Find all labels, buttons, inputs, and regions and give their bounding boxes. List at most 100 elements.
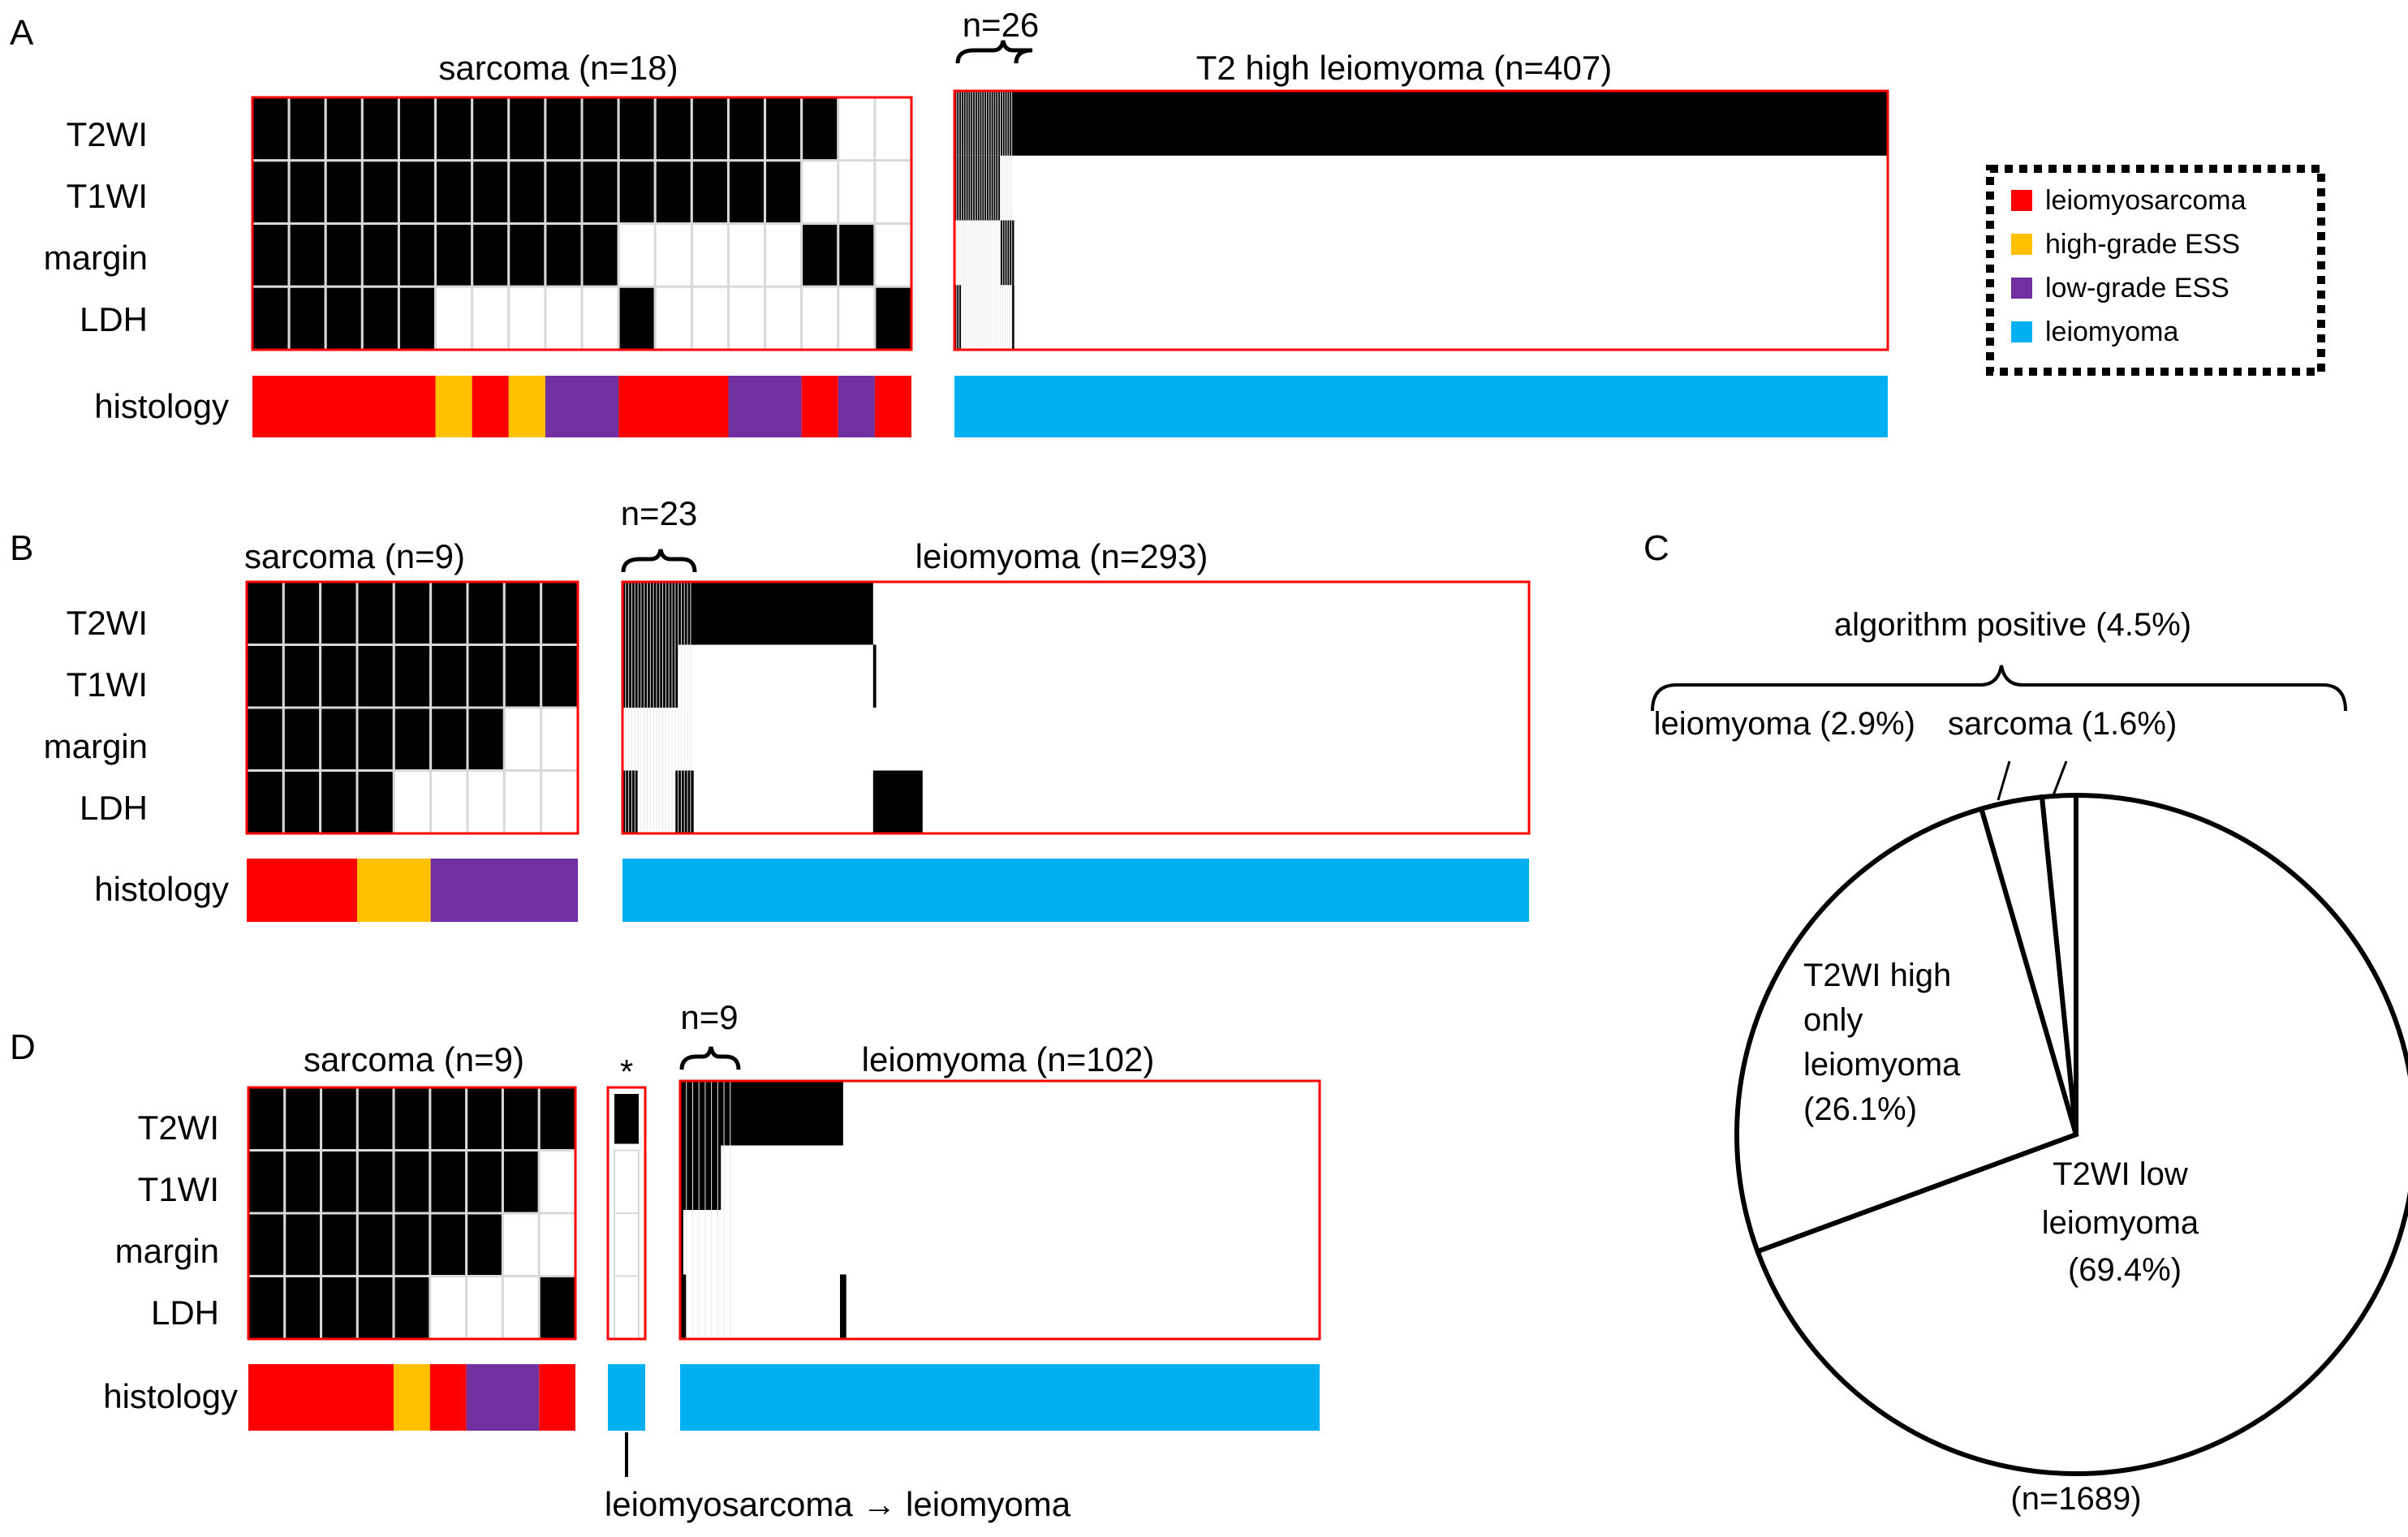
cell-ldh-4 (360, 285, 400, 351)
panel-b-row-labels: T2WI T1WI margin LDH histology (44, 604, 229, 908)
cell-t1wi-4 (355, 644, 395, 709)
cell-ldh-2 (282, 769, 322, 835)
cell-margin-8 (501, 1212, 541, 1277)
cell-margin-15 (764, 222, 803, 288)
cell-t2wi-18 (873, 96, 913, 162)
cell-t1wi-2 (282, 644, 322, 709)
row-label-margin: margin (44, 727, 148, 765)
cell-t1wi-5 (397, 159, 437, 225)
cell-margin-7 (471, 222, 510, 288)
row-label-histology: histology (103, 1377, 238, 1415)
cell-t2wi-7 (465, 1086, 504, 1152)
cell-t1wi-9 (537, 1149, 577, 1215)
cell-t1wi-5 (392, 1149, 432, 1215)
cell-margin-6 (434, 222, 474, 288)
sarcoma-grid-a (251, 96, 913, 351)
leiomyoma-title-d: leiomyoma (n=102) (862, 1040, 1155, 1078)
bracket-label-b: n=23 (621, 494, 698, 532)
histology-segment-leiomyosarcoma (252, 376, 436, 437)
cell-margin-11 (617, 222, 657, 288)
cell-t1wi-9 (544, 159, 584, 225)
cell-ldh-2 (287, 285, 327, 351)
cell-margin-18 (873, 222, 913, 288)
cell-t1wi-1 (251, 159, 291, 225)
row-label-histology: histology (94, 387, 229, 425)
positive-range-margin-1 (680, 1210, 683, 1275)
leiomyoma-grid-d (679, 1081, 846, 1339)
row-label-t2wi: T2WI (67, 115, 148, 153)
cell-t2wi-1 (247, 1086, 286, 1152)
cell-margin-5 (397, 222, 437, 288)
cell-t2wi-4 (360, 96, 400, 162)
cell-margin-2 (287, 222, 327, 288)
cell-margin-3 (319, 706, 359, 772)
histology-segment-low-grade-ess (430, 859, 578, 922)
cell-t1wi-2 (283, 1149, 323, 1215)
positive-range-ldh-2 (1011, 285, 1014, 350)
legend-label-leiomyosarcoma: leiomyosarcoma (2045, 185, 2246, 216)
cell-t2wi-5 (397, 96, 437, 162)
cell-t2wi-9 (544, 96, 584, 162)
cell-t2wi-3 (324, 96, 364, 162)
cell-t1wi-5 (392, 644, 433, 709)
row-label-t1wi: T1WI (67, 177, 148, 215)
cell-t2wi-11 (617, 96, 657, 162)
cell-t2wi-2 (282, 580, 322, 646)
row-label-ldh: LDH (80, 789, 148, 827)
cell-t2wi-6 (429, 1086, 468, 1152)
cell-t2wi-16 (800, 96, 840, 162)
cell-ldh-7 (471, 285, 510, 351)
pie-label-high-line-4: (26.1%) (1803, 1091, 1917, 1127)
row-label-t2wi: T2WI (67, 604, 148, 642)
positive-range-ldh-1 (622, 770, 639, 833)
histology-segment-low-grade-ess (728, 376, 802, 437)
cell-t2wi-9 (537, 1086, 577, 1152)
cell-ldh-9 (540, 769, 579, 835)
reclassified-cell-margin (614, 1212, 640, 1277)
cell-ldh-10 (580, 285, 620, 351)
cell-t2wi-2 (283, 1086, 323, 1152)
row-label-margin: margin (115, 1232, 219, 1270)
cell-t1wi-9 (540, 644, 579, 709)
cell-t2wi-8 (507, 96, 547, 162)
panel-a-row-labels: T2WI T1WI margin LDH histology (44, 115, 229, 425)
cell-t1wi-6 (429, 1149, 468, 1215)
cell-margin-8 (507, 222, 547, 288)
cell-ldh-2 (283, 1275, 323, 1341)
leiomyoma-grid-a (954, 91, 1888, 350)
legend-label-low-grade-ess: low-grade ESS (2045, 273, 2229, 304)
leiomyoma-histology-d (680, 1364, 1320, 1431)
leiomyoma-histology-b (622, 859, 1529, 922)
cell-t2wi-12 (653, 96, 693, 162)
cell-margin-4 (355, 1212, 395, 1277)
pie-group-label: algorithm positive (4.5%) (1834, 607, 2191, 643)
sarcoma-title-b: sarcoma (n=9) (244, 537, 465, 575)
cell-t1wi-17 (837, 159, 877, 225)
histology-segment-leiomyosarcoma (801, 376, 838, 437)
legend-label-high-grade-ess: high-grade ESS (2045, 229, 2240, 260)
histology-segment-leiomyosarcoma (618, 376, 729, 437)
pie-label-high-line-1: T2WI high (1803, 958, 1951, 993)
sarcoma-histology-d (248, 1364, 575, 1431)
cell-margin-16 (800, 222, 840, 288)
cell-ldh-1 (245, 769, 285, 835)
histology-segment-leiomyosarcoma (874, 376, 911, 437)
cell-t2wi-2 (287, 96, 327, 162)
cell-t2wi-7 (471, 96, 510, 162)
leiomyoma-frame-b (621, 580, 1531, 835)
pie-chart (1734, 792, 2408, 1476)
pie-slice-t2wi-low-leiomyoma-69-4- (1754, 792, 2408, 1476)
cell-margin-3 (320, 1212, 359, 1277)
cell-t1wi-1 (247, 1149, 286, 1215)
cell-t2wi-4 (355, 1086, 395, 1152)
cell-margin-3 (324, 222, 364, 288)
cell-t2wi-9 (540, 580, 579, 646)
pie-slice-t2wi-high-only-leiomyoma-26-1- (1734, 805, 2079, 1255)
pie-slice-sarcoma-1-6- (2039, 792, 2078, 1135)
pie-leader-sarcoma (2052, 760, 2068, 796)
cell-t2wi-13 (690, 96, 730, 162)
cell-t1wi-15 (764, 159, 803, 225)
bracket-label-a: n=26 (963, 6, 1040, 44)
reclassified-frame (606, 1086, 647, 1341)
